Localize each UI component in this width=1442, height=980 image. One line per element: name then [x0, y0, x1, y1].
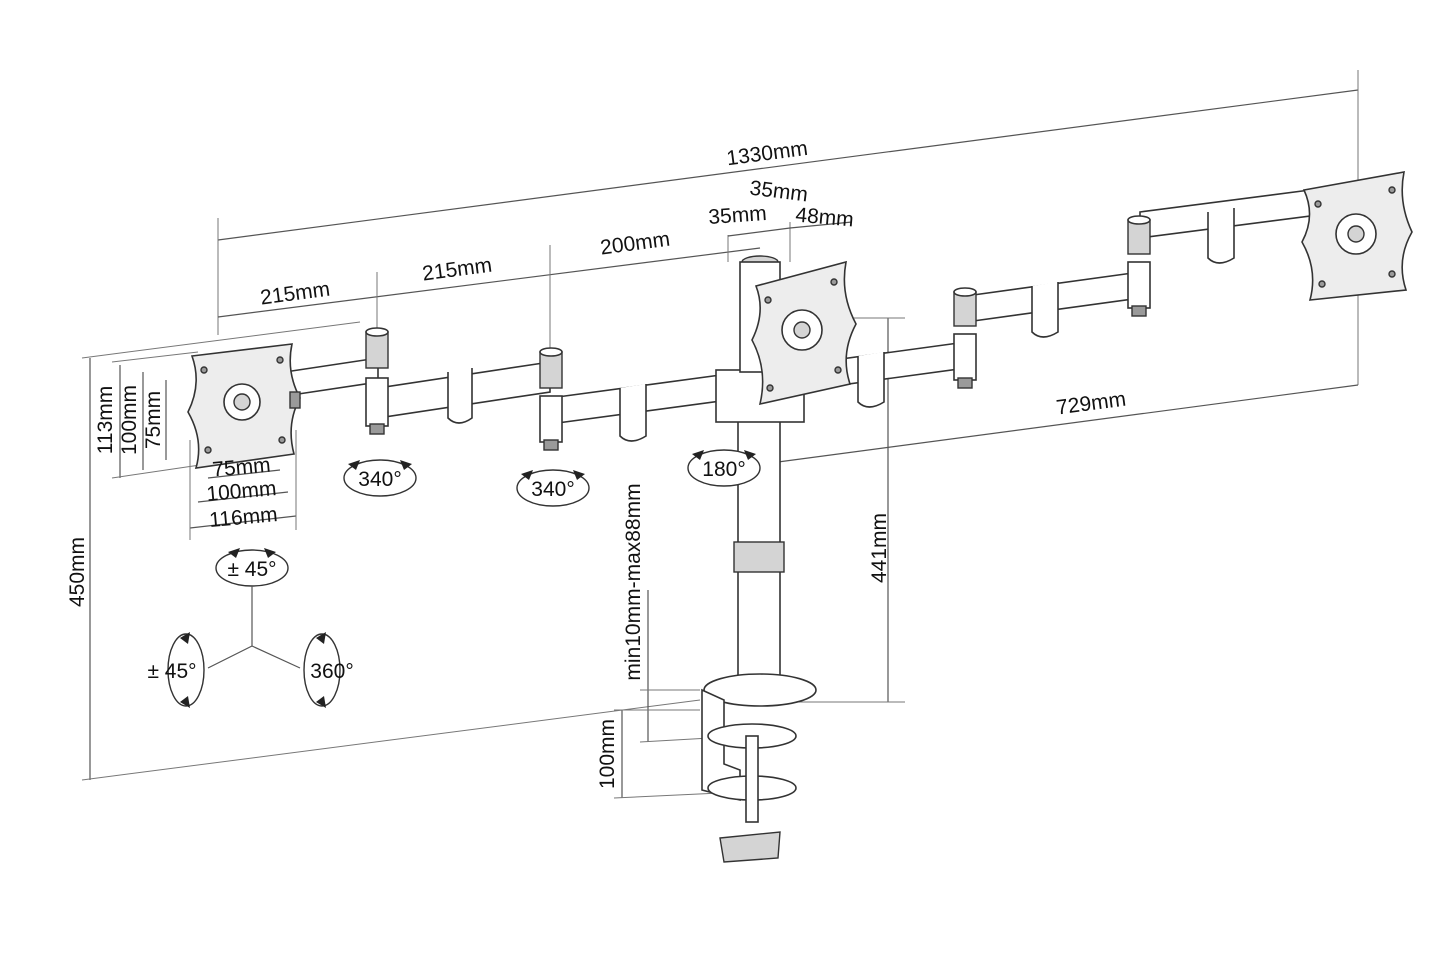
label-vesa-h-100: 100mm: [206, 477, 278, 506]
left-vesa-plate: [187, 343, 301, 469]
dim-729-line: [777, 384, 1359, 463]
ext-450-top: [81, 321, 361, 359]
label-215-a: 215mm: [259, 278, 331, 310]
cable-clip-3: [857, 352, 885, 408]
ext-450-bottom: [81, 699, 701, 781]
joint-1: [365, 327, 389, 435]
rotation-label-rotate: 360°: [310, 660, 353, 683]
pole: [737, 371, 781, 683]
dim-vesa-h-75: [207, 469, 281, 479]
label-215-b: 215mm: [421, 254, 493, 286]
cable-clip-4: [1031, 282, 1059, 338]
rotation-badge-rotate: 360°: [303, 632, 354, 708]
clamp-handle: [719, 831, 781, 863]
label-vesa-h-75: 75mm: [211, 454, 271, 482]
rotation-badge-tilt: ± 45°: [215, 548, 289, 587]
dimension-lines: [81, 70, 1359, 799]
label-clamp-depth: 100mm: [596, 719, 619, 789]
cable-clip-2: [619, 384, 647, 442]
dim-vesa-h-100: [197, 491, 289, 503]
dim-35-line: [727, 227, 791, 237]
pole-collar: [733, 541, 785, 573]
rotation-axes: [207, 586, 301, 669]
joint-4: [1127, 215, 1151, 317]
label-48: 48mm: [794, 204, 854, 232]
rotation-badge-center: 180°: [687, 449, 761, 487]
label-35-b: 35mm: [708, 202, 768, 229]
ext-clamp-mid: [639, 737, 711, 743]
clamp-top-plate: [703, 673, 817, 707]
joint-3: [953, 287, 977, 389]
label-450: 450mm: [66, 537, 89, 607]
ext-vesa-bottom: [111, 464, 201, 479]
dim-arm-line: [217, 247, 761, 318]
right-vesa-plate: [1301, 171, 1413, 301]
clamp-screw: [745, 735, 759, 823]
rotation-badge-joint-2: 340°: [516, 469, 590, 507]
rotation-label-joint-1: 340°: [358, 468, 401, 491]
rotation-label-center: 180°: [702, 458, 745, 481]
ext-vesa-top: [111, 351, 199, 363]
label-1330: 1330mm: [725, 137, 809, 170]
dim-vesa-h-116: [189, 515, 297, 529]
label-vesa-75: 75mm: [142, 391, 165, 449]
dim-48-line: [789, 221, 853, 229]
joint-2: [539, 347, 563, 451]
label-441: 441mm: [868, 513, 891, 583]
label-vesa-h-116: 116mm: [208, 503, 278, 532]
label-vesa-100: 100mm: [118, 385, 141, 455]
ext-depth-bottom: [613, 792, 721, 799]
label-729: 729mm: [1055, 388, 1127, 420]
cable-clip-5: [1207, 208, 1235, 264]
rotation-label-swivel: ± 45°: [147, 660, 196, 683]
rotation-badge-joint-1: 340°: [343, 459, 417, 497]
rotation-label-joint-2: 340°: [531, 478, 574, 501]
rotation-label-tilt: ± 45°: [227, 558, 276, 581]
left-outer-arm: [284, 357, 379, 397]
dim-1330-line: [217, 89, 1359, 241]
label-200: 200mm: [599, 228, 671, 260]
rotation-badge-swivel: ± 45°: [147, 632, 205, 708]
cable-clip-1: [447, 368, 473, 424]
dimension-labels: 1330mm 215mm 215mm 200mm 35mm 35mm 48mm …: [66, 137, 1127, 789]
center-vesa-plate: [751, 260, 857, 406]
label-vesa-113: 113mm: [94, 386, 117, 454]
label-clamp-range: min10mm-max88mm: [622, 483, 645, 680]
